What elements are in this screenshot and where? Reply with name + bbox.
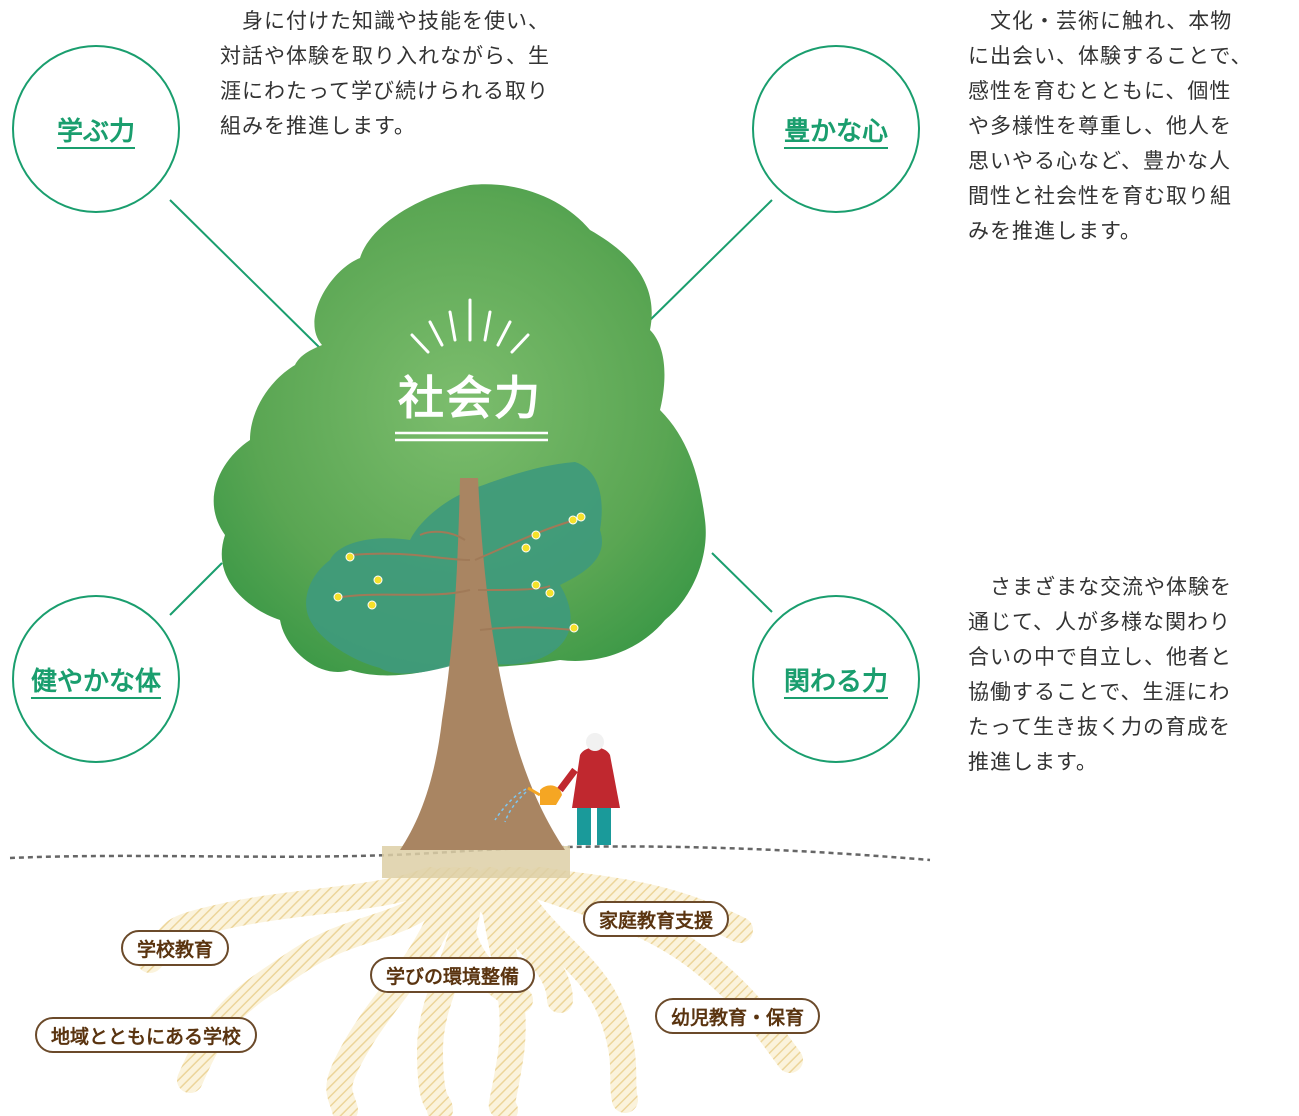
description-manabu: 身に付けた知識や技能を使い、 対話や体験を取り入れながら、生 涯にわたって学び続… [220, 9, 550, 139]
tree-base [382, 846, 570, 878]
root-tag-learning-environment[interactable]: 学びの環境整備 [370, 957, 536, 993]
tree-inner-foliage [306, 462, 602, 674]
gardener-figure [494, 733, 620, 845]
power-circle-yutakana-kokoro[interactable]: 豊かな心 [752, 45, 920, 213]
root-tag-school-education[interactable]: 学校教育 [121, 930, 230, 966]
root-tag-family-education-support[interactable]: 家庭教育支援 [583, 901, 730, 937]
tree-branches [334, 519, 576, 631]
power-label-manabu: 学ぶ力 [56, 116, 135, 147]
power-circle-sukoyakana-karada[interactable]: 健やかな体 [12, 595, 180, 763]
connector-lines [169, 199, 773, 616]
ground-line [9, 845, 931, 862]
center-label: 社会力 [398, 371, 542, 425]
description-kakawaru: さまざまな交流や体験を 通じて、人が多様な関わり 合いの中で自立し、他者と 協働… [968, 575, 1232, 775]
tree-trunk [400, 478, 565, 850]
description-yutakana-kokoro: 文化・芸術に触れ、本物 に出会い、体験することで、 感性を育むとともに、個性 や… [968, 9, 1253, 244]
power-label-yutakana-kokoro: 豊かな心 [783, 116, 888, 147]
power-label-sukoyakana-karada: 健やかな体 [30, 666, 161, 697]
power-circle-kakawaru[interactable]: 関わる力 [752, 595, 920, 763]
root-tag-early-childhood[interactable]: 幼児教育・保育 [655, 998, 821, 1034]
power-circle-manabu[interactable]: 学ぶ力 [12, 45, 180, 213]
power-label-kakawaru: 関わる力 [783, 666, 888, 697]
burst-rays [410, 298, 530, 354]
center-underline [395, 431, 548, 442]
root-tag-community-school[interactable]: 地域とともにある学校 [35, 1017, 258, 1053]
tree-fruits [333, 512, 586, 633]
